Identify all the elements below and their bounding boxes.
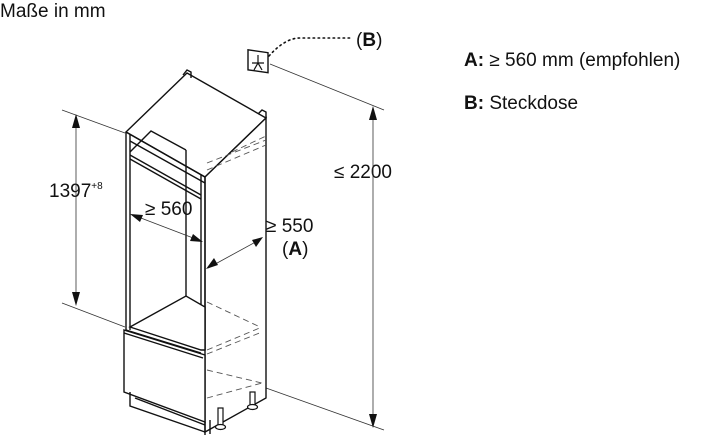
arrow-down-icon xyxy=(72,292,80,306)
niche-width-label: ≥ 560 xyxy=(145,199,193,220)
socket-callout-letter: B xyxy=(362,30,377,51)
niche-height-tolerance: +8 xyxy=(91,181,103,192)
arrow-right-icon xyxy=(190,234,203,242)
arrow-up-icon xyxy=(72,114,80,128)
niche-width-dim-line xyxy=(132,214,202,242)
arrow-left-icon xyxy=(130,214,143,222)
units-title: Maße in mm xyxy=(0,1,106,22)
cabinet-foot xyxy=(214,391,259,431)
upper-shelf-front xyxy=(129,154,202,196)
legend-text-a: ≥ 560 mm (empfohlen) xyxy=(489,50,681,71)
niche-depth-ref: (A) xyxy=(282,239,309,260)
arrow-up-icon xyxy=(369,106,377,120)
legend-item-a: A: ≥ 560 mm (empfohlen) xyxy=(464,51,680,70)
arrow-down-icon xyxy=(369,414,377,428)
cabinet-plinth xyxy=(129,392,206,433)
niche-height-label: 1397+8 xyxy=(49,181,103,202)
niche-height-value: 1397 xyxy=(49,181,92,202)
extension-line-top-right xyxy=(269,63,385,111)
legend-key-b: B: xyxy=(464,93,485,114)
cabinet-height-label: ≤ 2200 xyxy=(334,161,392,184)
legend-text-b: Steckdose xyxy=(489,93,579,114)
niche-floor xyxy=(128,295,206,351)
niche-depth-ref-letter: A xyxy=(288,239,303,260)
legend-key-a: A: xyxy=(464,50,485,71)
power-socket-icon xyxy=(247,49,269,74)
arrow-left-icon xyxy=(206,258,218,269)
extension-line-bottom-right xyxy=(265,387,385,431)
legend-item-b: B: Steckdose xyxy=(464,94,578,113)
niche-depth-label: ≥ 550 xyxy=(266,216,314,237)
arrow-right-icon xyxy=(252,237,263,247)
socket-callout-leader xyxy=(268,37,353,57)
extension-line-bottom-left xyxy=(61,302,126,328)
extension-line-top-left xyxy=(61,109,126,134)
socket-callout-label: (B) xyxy=(356,30,383,51)
